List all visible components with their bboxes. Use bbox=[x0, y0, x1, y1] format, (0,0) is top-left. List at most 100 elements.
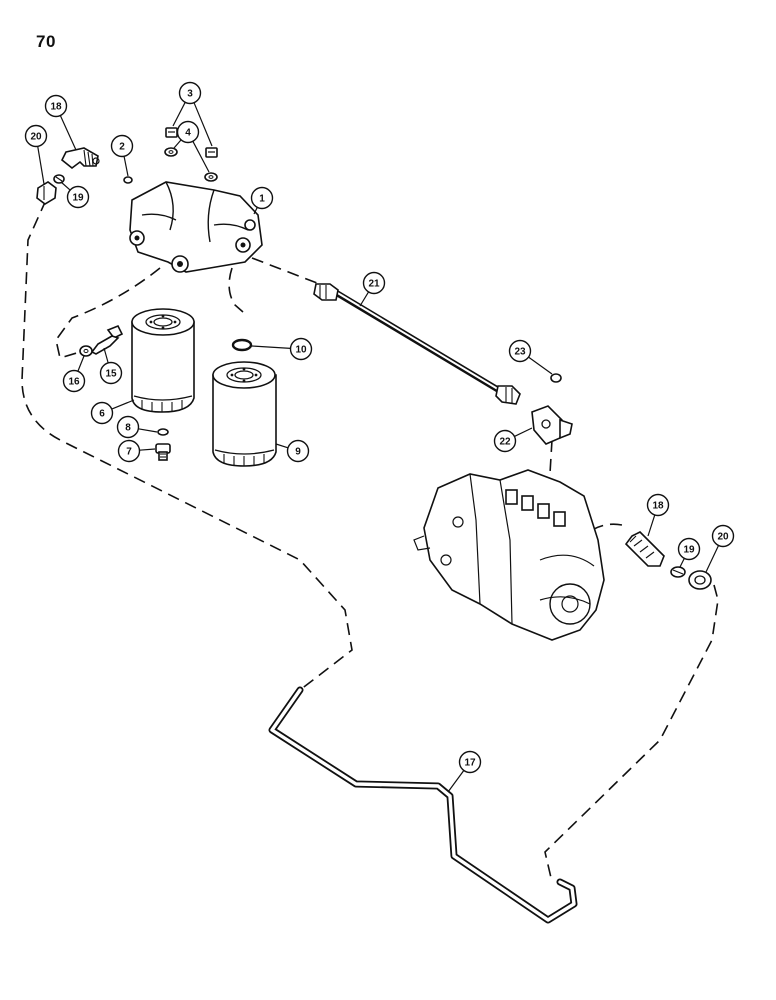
bolt bbox=[90, 324, 124, 355]
callout-c2: 2 bbox=[110, 134, 134, 177]
sealing-ring bbox=[157, 428, 169, 436]
callout-leader-line bbox=[123, 156, 129, 177]
washer-small bbox=[79, 345, 93, 357]
callout-bubble bbox=[116, 415, 140, 439]
sleeve-right bbox=[670, 566, 686, 578]
callout-c21: 21 bbox=[359, 271, 386, 307]
callout-leader-line bbox=[77, 355, 85, 372]
callout-bubble bbox=[110, 134, 134, 158]
fuel-line bbox=[268, 686, 578, 924]
callout-leader-line bbox=[172, 102, 186, 127]
callout-leader-line bbox=[275, 443, 289, 449]
plug-small bbox=[550, 373, 562, 383]
callout-bubble bbox=[90, 401, 114, 425]
banjo-fitting bbox=[531, 405, 573, 445]
callout-c8: 8 bbox=[116, 415, 158, 439]
elbow-fitting-top bbox=[60, 147, 100, 170]
callout-bubble bbox=[24, 124, 48, 148]
callout-leader-line bbox=[647, 514, 656, 537]
callout-leader-line bbox=[251, 345, 291, 349]
page-number: 70 bbox=[36, 32, 56, 51]
callout-bubble bbox=[44, 94, 68, 118]
callout-c18b: 18 bbox=[646, 493, 670, 537]
callout-bubble bbox=[66, 185, 90, 209]
callout-leader-line bbox=[359, 291, 370, 307]
callout-c16: 16 bbox=[62, 355, 86, 393]
callout-number: 6 bbox=[99, 409, 105, 420]
callout-bubble bbox=[646, 493, 670, 517]
plug bbox=[123, 176, 133, 184]
filter-head bbox=[129, 181, 263, 273]
callout-number: 18 bbox=[50, 102, 62, 113]
sleeve-top bbox=[53, 174, 65, 184]
callout-number: 15 bbox=[105, 369, 117, 380]
callout-c20a: 20 bbox=[24, 124, 48, 185]
callout-c15: 15 bbox=[99, 347, 123, 385]
callout-c20b: 20 bbox=[705, 524, 735, 573]
elbow-fitting-right bbox=[624, 531, 665, 567]
callout-number: 3 bbox=[187, 89, 193, 100]
filter-element-left bbox=[131, 308, 195, 413]
callout-bubble bbox=[62, 369, 86, 393]
callout-number: 7 bbox=[126, 447, 132, 458]
drain-plug bbox=[155, 443, 171, 461]
callout-c1: 1 bbox=[250, 186, 274, 215]
callout-leader-line bbox=[37, 146, 45, 185]
callout-bubble bbox=[178, 81, 202, 105]
callout-leader-line bbox=[528, 356, 553, 375]
callout-c6: 6 bbox=[90, 399, 135, 425]
nut-fitting-top bbox=[36, 181, 57, 205]
callout-number: 10 bbox=[295, 345, 307, 356]
callout-leader-line bbox=[193, 102, 213, 147]
callout-number: 16 bbox=[68, 377, 80, 388]
callout-c17: 17 bbox=[447, 750, 482, 793]
callout-c19a: 19 bbox=[60, 181, 90, 209]
callout-number: 23 bbox=[514, 347, 526, 358]
callout-number: 17 bbox=[464, 758, 476, 769]
callout-leader-line bbox=[447, 770, 465, 793]
callout-leader-line bbox=[173, 139, 182, 149]
injection-pump bbox=[413, 469, 605, 641]
callout-number: 4 bbox=[185, 128, 191, 139]
callout-c4: 4 bbox=[173, 120, 210, 173]
callout-bubble bbox=[99, 361, 123, 385]
callout-leader-line bbox=[59, 115, 77, 151]
callout-number: 19 bbox=[683, 545, 695, 556]
callout-number: 8 bbox=[125, 423, 131, 434]
callout-number: 19 bbox=[72, 193, 84, 204]
callout-number: 20 bbox=[717, 532, 729, 543]
callout-leader-line bbox=[60, 181, 71, 191]
callout-number: 20 bbox=[30, 132, 42, 143]
callout-c10: 10 bbox=[251, 337, 313, 361]
callout-number: 22 bbox=[499, 437, 511, 448]
callout-bubble bbox=[711, 524, 735, 548]
callout-leader-line bbox=[679, 558, 685, 568]
callout-bubble bbox=[677, 537, 701, 561]
washers bbox=[164, 147, 218, 182]
callout-leader-line bbox=[253, 207, 258, 215]
callout-leader-line bbox=[139, 448, 156, 451]
callout-number: 18 bbox=[652, 501, 664, 512]
callout-bubble bbox=[493, 429, 517, 453]
callout-c9: 9 bbox=[275, 439, 310, 463]
callout-bubble bbox=[250, 186, 274, 210]
callout-bubble bbox=[176, 120, 200, 144]
callout-leader-line bbox=[705, 545, 720, 573]
callout-number: 21 bbox=[368, 279, 380, 290]
callout-bubble bbox=[289, 337, 313, 361]
callout-bubble bbox=[458, 750, 482, 774]
callout-number: 9 bbox=[295, 447, 301, 458]
fuel-hose bbox=[313, 283, 521, 405]
callout-leader-line bbox=[138, 428, 158, 433]
filter-element-right bbox=[212, 361, 277, 467]
callout-bubble bbox=[508, 339, 532, 363]
callout-bubble bbox=[117, 439, 141, 463]
callout-leader-line bbox=[103, 347, 109, 364]
callout-c19b: 19 bbox=[677, 537, 701, 568]
callout-c18a: 18 bbox=[44, 94, 77, 151]
callout-number: 1 bbox=[259, 194, 265, 205]
callout-bubble bbox=[286, 439, 310, 463]
o-ring bbox=[231, 338, 253, 352]
